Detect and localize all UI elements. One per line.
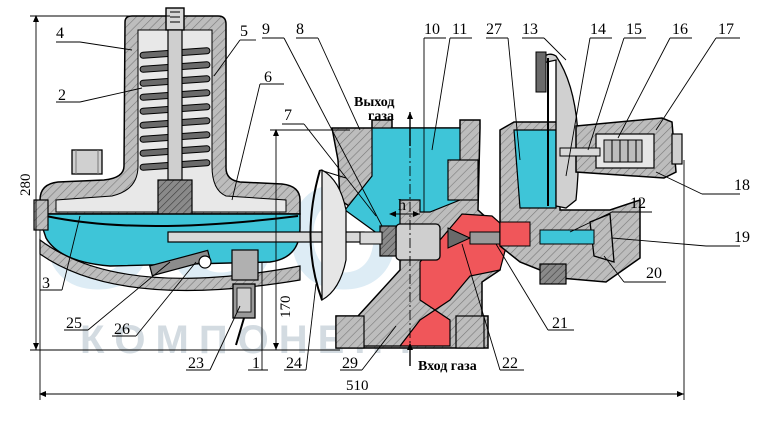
shutoff-cylinder (559, 117, 683, 179)
callout-10: 10 (424, 21, 440, 38)
callout-1: 1 (252, 355, 260, 372)
callout-22: 22 (502, 355, 518, 372)
dimension-lines (30, 15, 685, 400)
callout-27: 27 (486, 21, 502, 38)
valve-plug (359, 223, 511, 261)
callout-24: 24 (286, 355, 302, 372)
callout-16: 16 (672, 21, 688, 38)
callout-17: 17 (718, 21, 734, 38)
flow-labels: Выход газа Вход газа (354, 95, 477, 374)
dimension-values: 280 170 510 h (18, 174, 406, 395)
callout-5: 5 (240, 23, 248, 40)
inlet-label: Вход газа (418, 359, 477, 374)
callout-21: 21 (552, 315, 568, 332)
callout-23: 23 (188, 355, 204, 372)
callout-11: 11 (452, 21, 467, 38)
callout-20: 20 (646, 265, 662, 282)
outlet-label-line1: Выход (354, 95, 394, 110)
callout-leaders (40, 37, 740, 371)
callout-2: 2 (58, 87, 66, 104)
dim-510: 510 (346, 378, 369, 394)
adjusting-screw (157, 7, 193, 231)
callout-4: 4 (56, 25, 64, 42)
callout-18: 18 (734, 177, 750, 194)
outlet-label-line2: газа (368, 109, 394, 124)
callout-7: 7 (284, 107, 292, 124)
lower-plug (539, 213, 615, 285)
callout-25: 25 (66, 315, 82, 332)
callout-14: 14 (590, 21, 606, 38)
diaphragm-chamber (33, 199, 301, 292)
callout-3: 3 (42, 275, 50, 292)
callout-8: 8 (296, 21, 304, 38)
callout-12: 12 (630, 195, 646, 212)
dim-280: 280 (18, 174, 34, 197)
lever-linkage (148, 231, 365, 281)
callout-29: 29 (342, 355, 358, 372)
actuator-dome (309, 168, 347, 302)
callout-13: 13 (522, 21, 538, 38)
callout-15: 15 (626, 21, 642, 38)
dim-170: 170 (278, 296, 294, 319)
callout-26: 26 (114, 321, 130, 338)
vent-cap (71, 149, 103, 175)
pilot-diaphragm (535, 51, 580, 209)
dim-h: h (398, 197, 406, 214)
callout-19: 19 (734, 229, 750, 246)
callout-numbers: 4 5 9 8 10 11 27 13 14 15 16 17 2 6 7 3 … (42, 21, 750, 372)
callout-6: 6 (264, 69, 272, 86)
callout-9: 9 (262, 21, 270, 38)
